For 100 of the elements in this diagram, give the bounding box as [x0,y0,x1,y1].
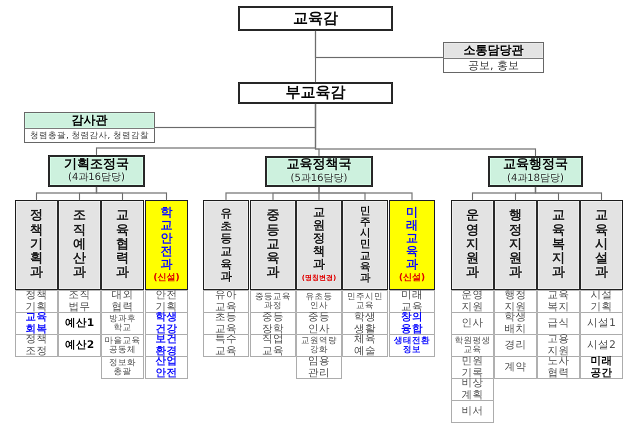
team-name: 정보화총괄 [108,358,137,376]
bureau-box [48,155,145,187]
team-name: 학원평생교육 [454,336,492,354]
team-name: 계약 [504,362,526,373]
duty-list: 공보, 홍보 [444,58,543,72]
connector-line [314,31,443,58]
division-box [389,200,435,290]
team-name: 급식 [548,318,570,329]
division-name: 교원정책과 [313,206,325,272]
division-box [145,200,188,290]
team-name: 생태전환정보 [393,336,431,354]
office-box [24,112,155,143]
bureau-title: 교육정책국 [286,158,352,173]
team-name: 인사 [462,318,484,329]
team-name: 학생생활 [352,312,377,334]
team-name: 비상계획 [460,378,484,401]
team-name: 운영지원 [460,290,484,313]
division-box [537,200,580,290]
office-title: 부교육감 [284,84,346,102]
team-name: 유초등인사 [304,292,334,310]
team-name: 비서 [462,406,484,417]
division-box [58,200,101,290]
status-note: (신설) [152,273,181,284]
office-box [238,6,393,31]
division-box [203,200,249,290]
team-name: 민주시민교육 [346,292,384,310]
team-name: 고용지원 [546,334,570,356]
team-name: 학생건강 [154,312,178,334]
team-name: 유아교육 [214,290,238,312]
unit-count: (5과16담당) [290,172,348,185]
office-title: 소통담당관 [444,42,543,58]
team-name: 중등인사 [306,312,331,335]
division-box [342,200,388,290]
division-name: 미래교육과 [406,206,418,272]
division-box [580,200,623,290]
division-name: 교육복지과 [552,209,565,281]
team-name: 예산1 [64,318,94,329]
team-name: 직업교육 [260,334,285,357]
division-box [494,200,537,290]
team-name: 교원역량강화 [300,336,338,354]
team-name: 안전기획 [154,290,178,312]
division-name: 유초등교육과 [220,207,232,283]
office-title: 교육감 [292,10,339,28]
team-name: 방과후학교 [108,314,137,332]
division-box [101,200,144,290]
connector-line [318,187,413,200]
team-name: 시설기획 [589,290,614,313]
team-name: 경리 [504,340,526,351]
team-name: 노사협력 [546,356,570,379]
team-name: 특수교육 [214,334,238,357]
division-name: 행정지원과 [509,209,522,281]
division-name: 학교안전과 [160,206,172,272]
team-name: 교육복지 [546,290,570,313]
team-name: 미래교육 [400,290,424,312]
team-name: 정책기획 [24,290,48,312]
team-name: 중등장학 [260,312,285,334]
duty-list: 청렴총괄, 청렴감사, 청렴감찰 [25,128,154,142]
connector-line [534,187,602,200]
bureau-box [488,156,583,187]
team-name: 임용관리 [306,356,331,379]
team-name: 정책조정 [24,334,48,357]
division-box [15,200,58,290]
team-name: 마을교육공동체 [104,336,142,354]
team-name: 학생배치 [503,312,528,335]
bureau-title: 교육행정국 [502,158,569,173]
team-name: 민원기록 [460,356,484,378]
division-name: 교육협력과 [116,209,129,281]
unit-count: (4과16담당) [67,172,126,184]
division-name: 운영지원과 [466,209,479,281]
office-box [238,82,393,104]
team-name: 창의융합 [400,312,424,335]
division-name: 중등교육과 [266,209,280,281]
team-name: 시설1 [587,318,616,329]
team-name: 행정지원 [503,290,528,312]
team-name: 미래공간 [589,356,614,379]
connector-line [96,187,168,200]
team-name: 체육예술 [352,334,377,357]
team-name: 산업안전 [154,356,178,379]
division-box [250,200,296,290]
division-box [296,200,342,290]
team-name: 초등교육 [214,312,238,334]
division-box [451,200,494,290]
office-title: 감사관 [25,112,154,128]
unit-count: (4과18담당) [506,172,565,185]
division-name: 민주시민교육과 [360,206,370,284]
team-name: 조직법무 [67,290,92,313]
team-name: 중등교육과정 [254,292,292,310]
division-name: 정책기획과 [30,209,43,281]
bureau-title: 기획조정국 [63,158,130,172]
office-box [443,42,544,73]
bureau-box [265,156,373,187]
team-name: 시설2 [587,340,616,351]
team-name: 보건환경 [154,334,178,356]
team-name: 예산2 [64,340,94,351]
division-name: 조직예산과 [73,209,86,281]
division-name: 교육시설과 [595,209,608,281]
team-name: 교육회복 [24,312,48,334]
team-name: 대외협력 [110,290,134,313]
connector-line [314,104,536,156]
status-note: (신설) [398,273,426,284]
